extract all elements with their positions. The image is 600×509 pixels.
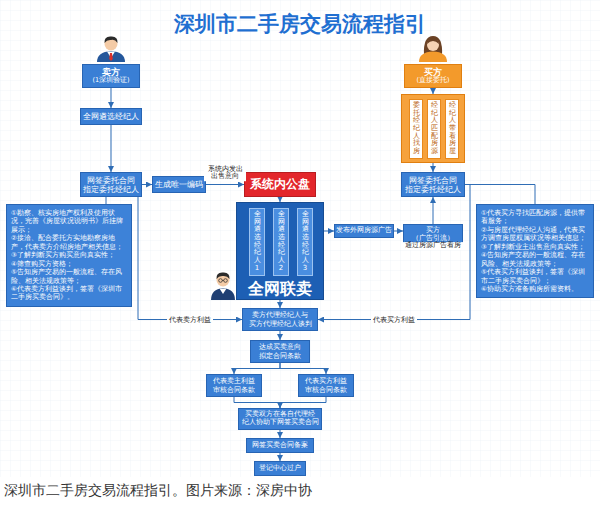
public-pool-box: 系统内公盘 bbox=[244, 172, 316, 197]
flow-connector bbox=[142, 184, 152, 185]
node-text: 委托经纪人找房 bbox=[413, 102, 420, 156]
flow-connector bbox=[280, 453, 281, 461]
note-item: ②与房屋代理经纪人沟通，代表买方调查房屋权属状况等相关信息； bbox=[481, 226, 589, 243]
process-box: 网签委托合同 指定委托经纪人 bbox=[80, 172, 142, 197]
flow-connector bbox=[318, 185, 470, 320]
buyer-agent-group: 委托经纪人找房 经纪人匹配房源 经纪人带看房屋 bbox=[401, 94, 465, 163]
flow-connector bbox=[234, 363, 280, 374]
note-item: ⑥协助买方准备购房所需资料。 bbox=[481, 285, 589, 293]
node-text: 买方（广告引流） bbox=[407, 227, 459, 243]
buyer-figure bbox=[419, 36, 447, 62]
node-text: 网签委托合同 指定委托经纪人 bbox=[405, 176, 461, 194]
note-item: ①勘察、核实房地产权利及使用状况，完善《房屋状况说明书》后挂牌展示； bbox=[11, 209, 127, 234]
node-text: 卖方代理经纪人与 买方代理经纪人谈判 bbox=[246, 311, 314, 328]
flow-connector bbox=[234, 397, 280, 408]
flow-connector bbox=[111, 88, 112, 108]
edge-label: 代表卖方利益 bbox=[167, 315, 213, 323]
node-text: 全网遴选经纪人1 bbox=[254, 211, 261, 273]
annotation-label: 通过房源广告看房 bbox=[403, 242, 463, 250]
agent-column: 经纪人带看房屋 bbox=[445, 99, 459, 159]
note-item: ④告知房产交易的一般流程、存在风险、相关法规政策等； bbox=[481, 251, 589, 268]
edge-label: 系统内发出 出售意向 bbox=[204, 166, 246, 182]
node-text: (直接委托) bbox=[416, 77, 449, 85]
node-text: 生成唯一编码 bbox=[155, 180, 203, 189]
flow-connector bbox=[111, 125, 112, 172]
node-text: 代表卖主利益 审核合同条款 bbox=[210, 377, 258, 394]
process-box: 买卖双方在各自代理经 纪人协助下网签买卖合同 bbox=[238, 408, 322, 430]
flow-connector bbox=[394, 231, 403, 232]
flow-connector bbox=[280, 397, 326, 408]
flow-connector bbox=[106, 197, 107, 204]
flow-connector bbox=[138, 197, 242, 320]
agent-column: 委托经纪人找房 bbox=[409, 99, 423, 159]
flow-connector bbox=[433, 163, 434, 172]
note-item: ①代表买方寻找匹配房源，提供带看服务； bbox=[481, 209, 589, 226]
agent-column: 全网遴选经纪人2 bbox=[273, 208, 289, 276]
process-box: 网签买卖合同备案 bbox=[246, 438, 314, 453]
edge-label: 代表买方利益 bbox=[371, 315, 417, 323]
flow-connector bbox=[280, 430, 281, 438]
process-box: 卖方代理经纪人与 买方代理经纪人谈判 bbox=[242, 308, 318, 331]
figure-caption: 深圳市二手房交易流程指引。图片来源：深房中协 bbox=[4, 482, 312, 500]
diagram-title: 深圳市二手房交易流程指引 bbox=[0, 10, 600, 38]
node-text: 网签委托合同 指定委托经纪人 bbox=[83, 176, 139, 194]
node-text: (1深圳验证) bbox=[92, 77, 129, 85]
process-box: 登记中心过户 bbox=[254, 461, 306, 476]
note-item: ③了解判断买方购买意向真实性； bbox=[11, 251, 127, 259]
note-item: ④筛查购买方资格； bbox=[11, 260, 127, 268]
note-item: ⑤代表买方利益谈判，签署《深圳市二手房买卖合同》； bbox=[481, 268, 589, 285]
buyer-box: 买方(直接委托) bbox=[404, 64, 462, 88]
process-box: 代表买方利益 审核合同条款 bbox=[298, 374, 354, 397]
node-text: 全网遴选经纪人3 bbox=[302, 211, 309, 273]
duty-note-box: ①勘察、核实房地产权利及使用状况，完善《房屋状况说明书》后挂牌展示；②接洽、配合… bbox=[6, 204, 132, 307]
flow-connector bbox=[433, 197, 434, 224]
flow-connector bbox=[280, 363, 326, 374]
node-text: 达成买卖意向 拟定合同条款 bbox=[254, 343, 306, 360]
node-text: 网签买卖合同备案 bbox=[252, 441, 308, 449]
node-text: 经纪人匹配房源 bbox=[431, 102, 438, 156]
process-box: 网签委托合同 指定委托经纪人 bbox=[401, 172, 465, 197]
node-text: 系统内公盘 bbox=[250, 177, 310, 191]
note-item: ⑤告知房产交易的一般流程、存在风险、相关法规政策等； bbox=[11, 268, 127, 285]
flow-connector bbox=[280, 300, 281, 308]
agent-column: 全网遴选经纪人3 bbox=[297, 208, 313, 276]
process-box: 达成买卖意向 拟定合同条款 bbox=[250, 340, 310, 363]
flow-connector bbox=[324, 231, 334, 232]
seller-figure bbox=[97, 36, 125, 62]
process-box: 发布外网房源广告 bbox=[334, 224, 394, 238]
note-item: ⑥代表卖方利益谈判，签署《深圳市二手房买卖合同》。 bbox=[11, 285, 127, 302]
flow-connector bbox=[206, 184, 244, 185]
note-item: ③了解判断业主出售意向真实性； bbox=[481, 243, 589, 251]
node-text: 代表买方利益 审核合同条款 bbox=[302, 377, 350, 394]
note-item: ②接洽、配合委托方实地勘察房地产，代表卖方介绍房地产相关信息； bbox=[11, 234, 127, 251]
seller-box: 卖方(1深圳验证) bbox=[82, 64, 140, 88]
agent-column: 全网遴选经纪人1 bbox=[249, 208, 265, 276]
node-text: 买卖双方在各自代理经 纪人协助下网签买卖合同 bbox=[242, 411, 319, 427]
process-box: 代表卖主利益 审核合同条款 bbox=[206, 374, 262, 397]
flow-connector bbox=[280, 331, 281, 340]
node-text: 经纪人带看房屋 bbox=[449, 102, 456, 156]
node-text: 登记中心过户 bbox=[259, 464, 301, 472]
process-box: 全网遴选经纪人 bbox=[80, 108, 142, 125]
agent-column: 经纪人匹配房源 bbox=[427, 99, 441, 159]
process-box: 生成唯一编码 bbox=[152, 176, 206, 193]
node-text: 全网遴选经纪人 bbox=[83, 112, 139, 121]
joint-sale-group: 全网联卖 全网遴选经纪人1 全网遴选经纪人2 全网遴选经纪人3 bbox=[236, 202, 324, 300]
duty-note-box: ①代表买方寻找匹配房源，提供带看服务；②与房屋代理经纪人沟通，代表买方调查房屋权… bbox=[476, 204, 594, 298]
grid-ground bbox=[0, 0, 600, 477]
node-text: 卖方 bbox=[102, 67, 120, 77]
node-text: 发布外网房源广告 bbox=[336, 227, 392, 235]
node-text: 全网遴选经纪人2 bbox=[278, 211, 285, 273]
flow-connector bbox=[465, 185, 535, 205]
node-text: 买方 bbox=[424, 67, 442, 77]
node-text: 全网联卖 bbox=[237, 279, 323, 298]
agent-figure bbox=[211, 272, 235, 300]
